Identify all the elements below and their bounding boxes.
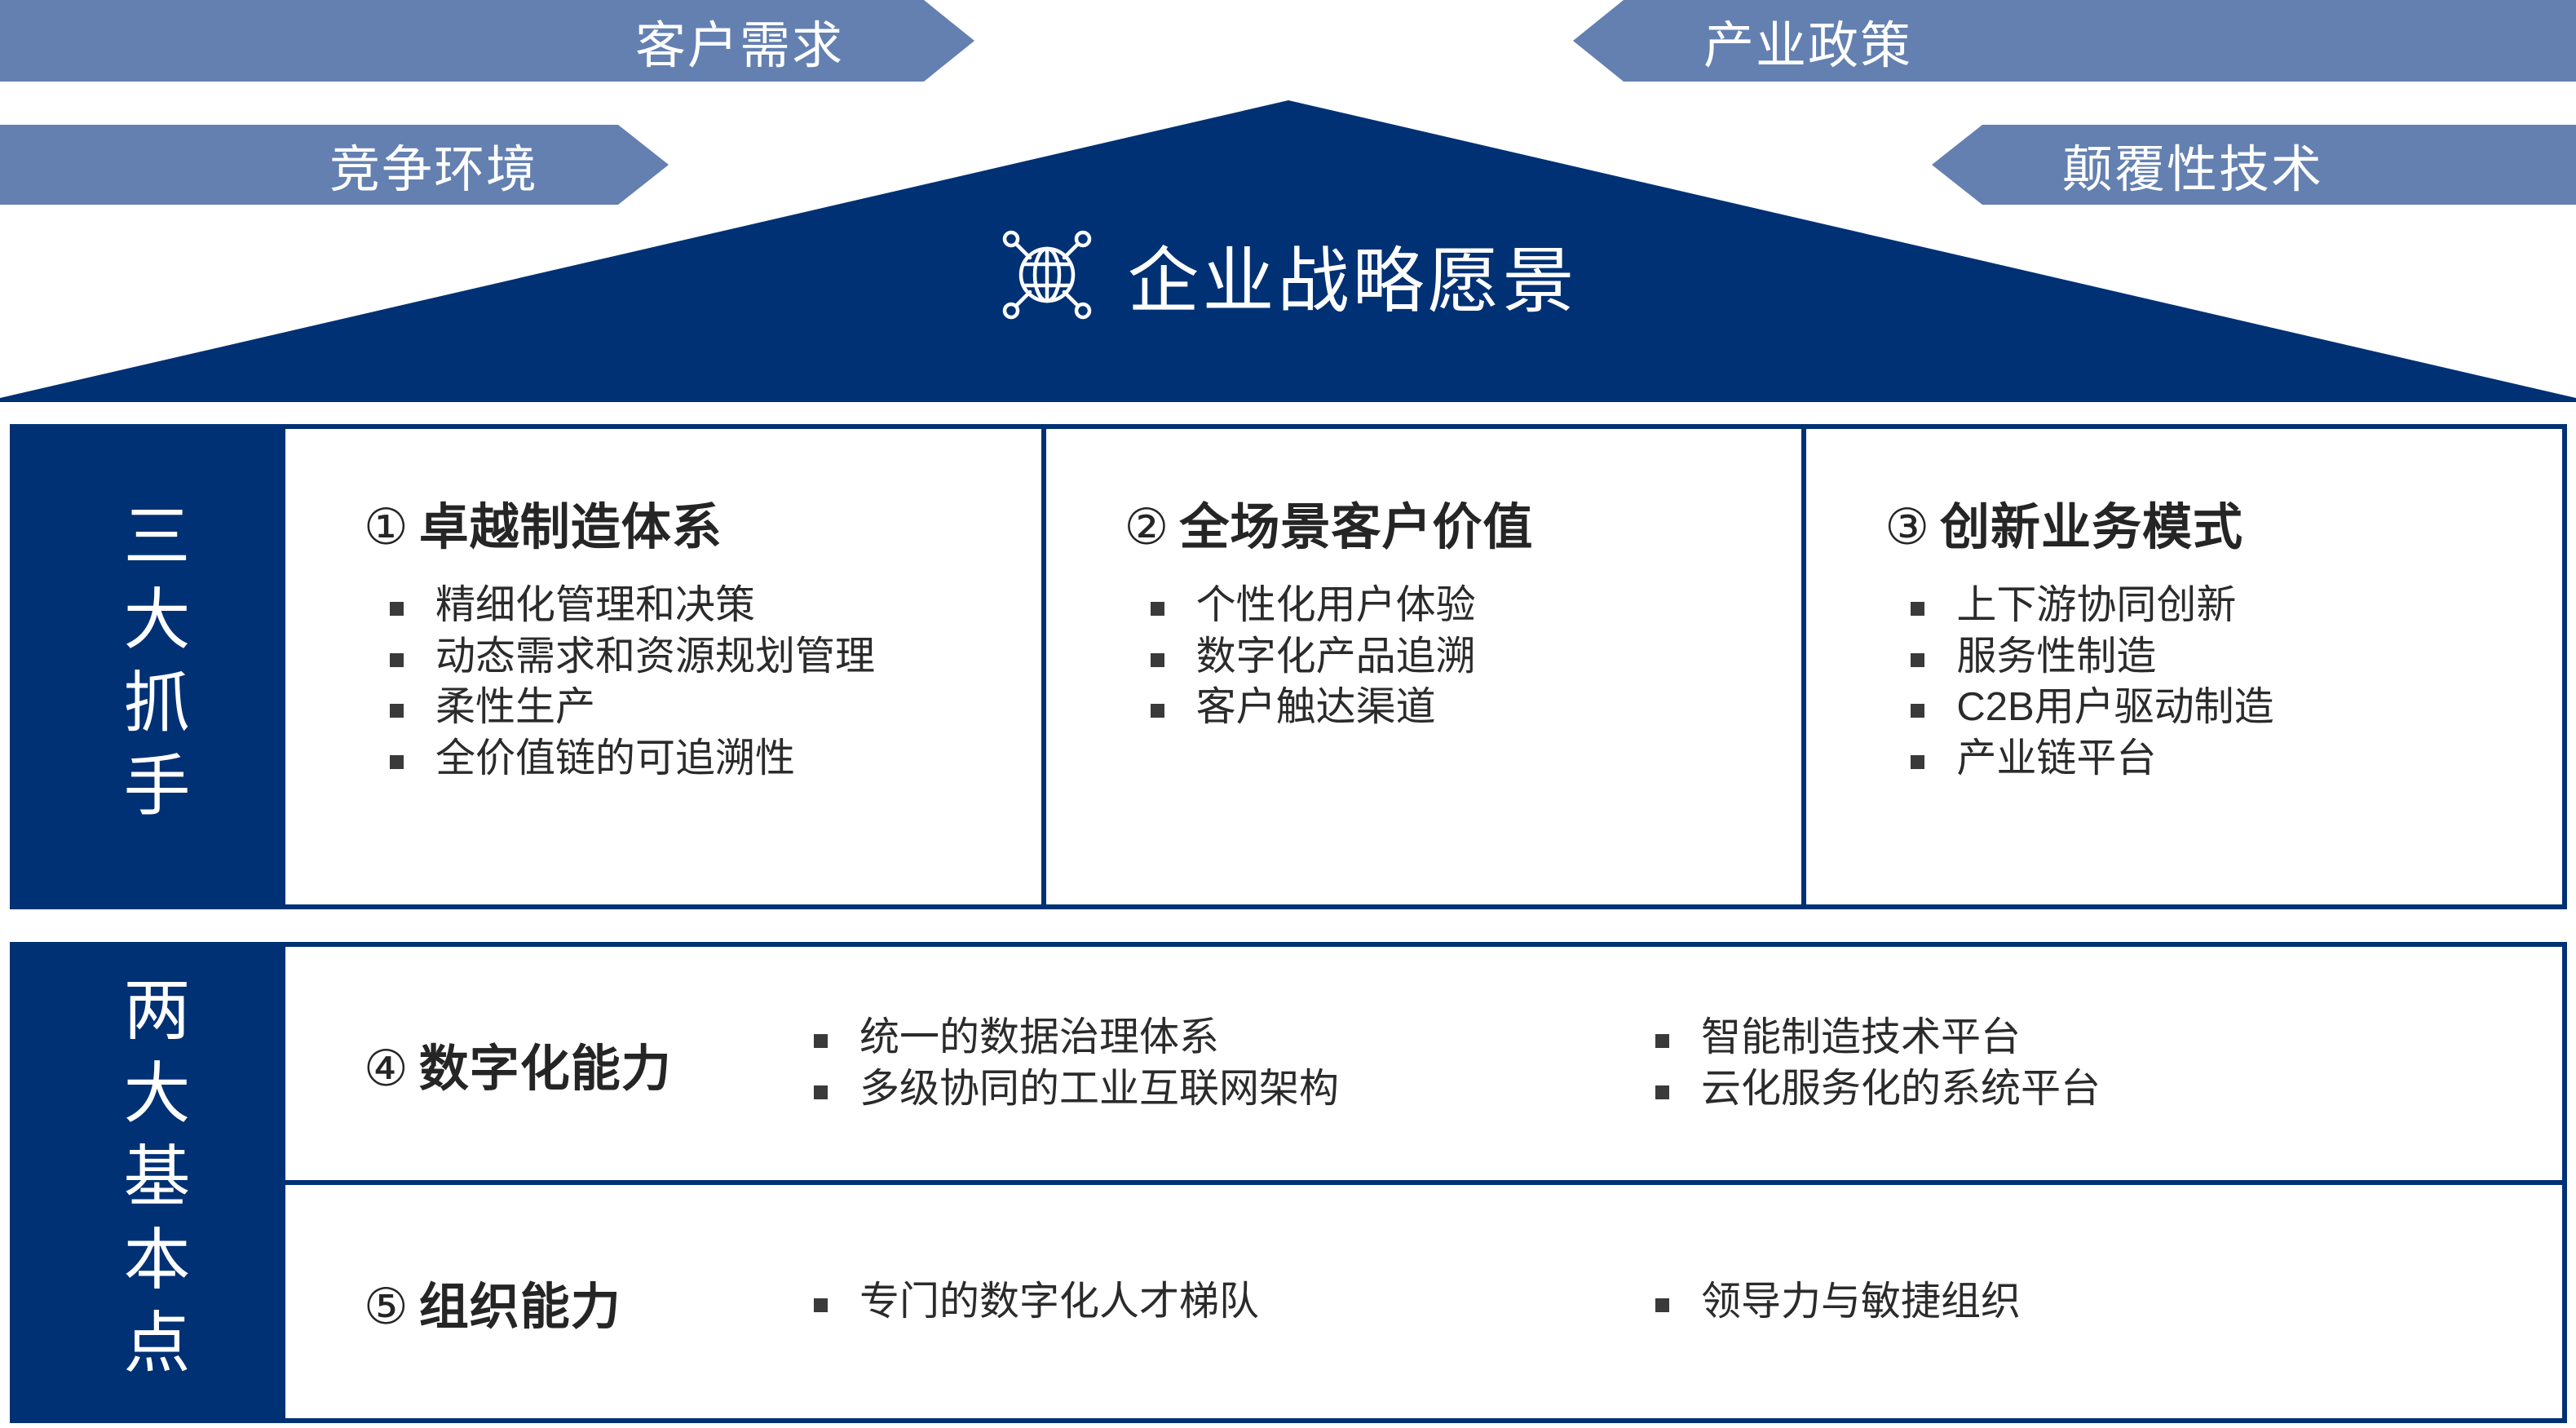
list-item: 上下游协同创新 (1911, 580, 2530, 631)
list-item: 产业链平台 (1911, 733, 2530, 785)
list-item: 专门的数字化人才梯队 (814, 1276, 1629, 1328)
lever-2-title-text: 全场景客户价值 (1179, 499, 1534, 555)
list-item: C2B用户驱动制造 (1911, 682, 2530, 733)
lever-1-title-text: 卓越制造体系 (418, 499, 722, 555)
three-levers-label-panel: 三大抓手 (15, 429, 285, 904)
list-item: 全价值链的可追溯性 (390, 733, 1009, 785)
list-item: 领导力与敏捷组织 (1655, 1276, 2357, 1328)
roof-triangle (0, 100, 2576, 402)
list-item: 统一的数据治理体系 (814, 1012, 1629, 1063)
foundation-4-bullets-right: 智能制造技术平台 云化服务化的系统平台 (1629, 1012, 2357, 1114)
three-levers-label: 三大抓手 (113, 500, 188, 833)
driver-arrow-industry-policy: 产业政策 (1573, 0, 2576, 82)
foundation-4-bullets-left: 统一的数据治理体系 多级协同的工业互联网架构 (788, 1012, 1629, 1114)
driver-arrow-customer-demand: 客户需求 (0, 0, 974, 82)
lever-2-bullets: 个性化用户体验 数字化产品追溯 客户触达渠道 (1125, 580, 1770, 733)
lever-3-title-text: 创新业务模式 (1940, 499, 2244, 555)
foundation-5-bullets-right: 领导力与敏捷组织 (1629, 1276, 2357, 1328)
foundation-5-number: ⑤ (364, 1278, 409, 1334)
driver-arrow-competitive-environment: 竞争环境 (0, 125, 669, 205)
foundation-5-bullet-groups: 专门的数字化人才梯队 领导力与敏捷组织 (788, 1276, 2562, 1328)
list-item: 智能制造技术平台 (1655, 1012, 2357, 1063)
foundation-4-bullet-groups: 统一的数据治理体系 多级协同的工业互联网架构 智能制造技术平台 云化服务化的系统… (788, 1012, 2562, 1114)
driver-arrow-industry-policy-label: 产业政策 (1703, 18, 1913, 74)
driver-arrow-disruptive-technology-label: 颠覆性技术 (2062, 142, 2324, 198)
list-item: 精细化管理和决策 (390, 580, 1009, 631)
foundation-5-title-text: 组织能力 (418, 1278, 621, 1334)
foundation-5-bullets-left: 专门的数字化人才梯队 (788, 1276, 1629, 1328)
list-item: 柔性生产 (390, 682, 1009, 733)
list-item: 动态需求和资源规划管理 (390, 631, 1009, 683)
lever-3-bullets: 上下游协同创新 服务性制造 C2B用户驱动制造 产业链平台 (1885, 580, 2530, 785)
driver-arrow-disruptive-technology: 颠覆性技术 (1932, 125, 2576, 205)
lever-1-number: ① (364, 499, 409, 555)
list-item: 云化服务化的系统平台 (1655, 1063, 2357, 1115)
lever-3-number: ③ (1885, 499, 1931, 555)
lever-2-number: ② (1124, 499, 1170, 555)
lever-1-bullets: 精细化管理和决策 动态需求和资源规划管理 柔性生产 全价值链的可追溯性 (364, 580, 1009, 785)
list-item: 客户触达渠道 (1150, 682, 1770, 733)
foundation-4-title-text: 数字化能力 (418, 1040, 672, 1096)
list-item: 服务性制造 (1911, 631, 2530, 683)
roof-triangle-shape (0, 100, 2576, 402)
driver-arrow-customer-demand-label: 客户需求 (634, 18, 844, 74)
list-item: 个性化用户体验 (1150, 580, 1770, 631)
foundation-4-number: ④ (364, 1040, 409, 1096)
list-item: 多级协同的工业互联网架构 (814, 1063, 1629, 1115)
two-foundations-label-panel: 两大基本点 (15, 947, 285, 1418)
two-foundations-label: 两大基本点 (113, 975, 188, 1390)
driver-arrow-competitive-environment-label: 竞争环境 (329, 142, 538, 198)
list-item: 数字化产品追溯 (1150, 631, 1770, 683)
